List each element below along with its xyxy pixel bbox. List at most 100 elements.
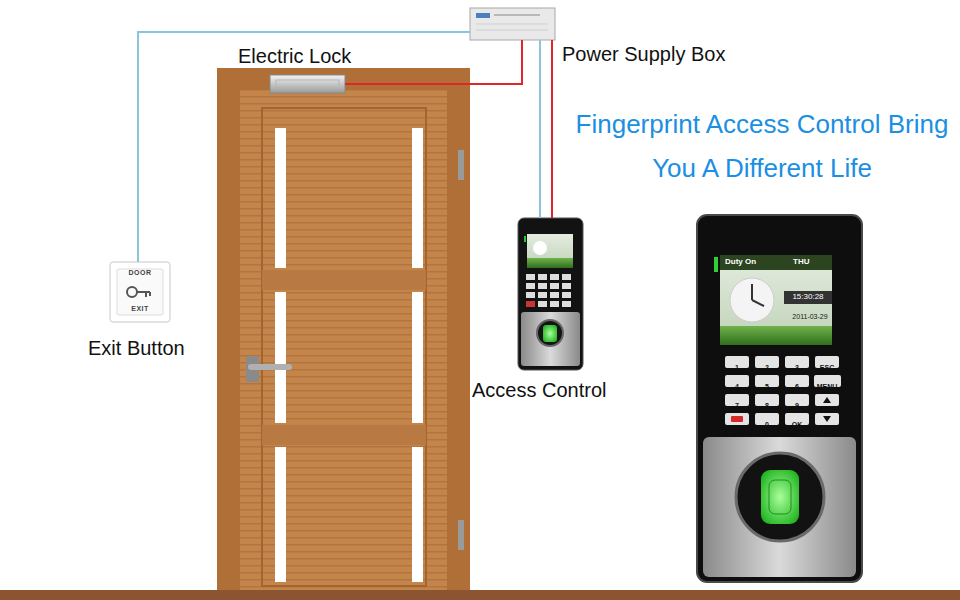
button-text: DOOR bbox=[129, 269, 152, 277]
key-label: 0 bbox=[765, 419, 769, 431]
fingerprint-terminal: Duty OnTHU15:30:282011-03-29123ESC456MEN… bbox=[697, 215, 862, 582]
door bbox=[262, 270, 426, 290]
exit-button-plate bbox=[149, 292, 151, 296]
access-control-body bbox=[526, 292, 535, 298]
fingerprint-terminal-body bbox=[823, 397, 831, 403]
key-label: 2 bbox=[765, 362, 769, 374]
access-control-body bbox=[527, 234, 573, 268]
power-supply-body bbox=[476, 13, 490, 18]
access-control-unit: Access Control bbox=[518, 218, 583, 370]
keypad-key: OK bbox=[785, 413, 809, 425]
access-control-body bbox=[538, 292, 547, 298]
fingerprint-terminal-body bbox=[752, 300, 764, 306]
access-control-body bbox=[518, 218, 583, 370]
electric-lock: Electric Lock bbox=[270, 75, 345, 93]
door bbox=[458, 150, 464, 180]
fingerprint-terminal-body bbox=[730, 278, 774, 322]
fingerprint-terminal-body bbox=[731, 416, 743, 422]
access-control-body bbox=[537, 320, 563, 346]
door bbox=[275, 128, 286, 268]
key-label: 9 bbox=[795, 400, 799, 412]
door bbox=[217, 68, 470, 590]
fingerprint-terminal-body bbox=[815, 394, 839, 406]
fingerprint-terminal-body bbox=[784, 291, 832, 304]
key-label: 6 bbox=[795, 381, 799, 393]
floor bbox=[0, 590, 960, 600]
key-label: 1 bbox=[735, 362, 739, 374]
door bbox=[217, 68, 470, 590]
exit-button-plate bbox=[145, 292, 147, 297]
fingerprint-terminal-body bbox=[720, 255, 832, 345]
power-supply-box: Power Supply Box bbox=[470, 8, 555, 40]
headline: Fingerprint Access Control Bring You A D… bbox=[572, 102, 952, 190]
exit-button: DOOREXITExit Button bbox=[110, 262, 170, 322]
access-control-body bbox=[538, 283, 547, 289]
power-supply-body bbox=[476, 30, 548, 31]
access-control-body bbox=[538, 274, 547, 280]
screen-text: Duty On bbox=[725, 257, 756, 267]
keypad-key: 6 bbox=[785, 375, 809, 387]
fingerprint-terminal-body bbox=[720, 326, 832, 345]
power-supply-body bbox=[494, 14, 540, 16]
access-control-body bbox=[550, 292, 559, 298]
access-control-body bbox=[527, 258, 573, 268]
door bbox=[412, 128, 423, 268]
access-control-body bbox=[526, 283, 535, 289]
access-control-body bbox=[562, 283, 571, 289]
power-supply-body bbox=[470, 8, 555, 40]
screen-text: 2011-03-29 bbox=[792, 312, 827, 321]
door bbox=[412, 447, 423, 582]
access-control-body bbox=[526, 274, 535, 280]
exit-button-plate bbox=[110, 262, 170, 322]
access-control-body bbox=[550, 301, 559, 307]
key-label: 8 bbox=[765, 400, 769, 412]
door bbox=[412, 292, 423, 423]
device-label: Access Control bbox=[472, 378, 607, 402]
device-label: Power Supply Box bbox=[562, 42, 725, 66]
key-label: 3 bbox=[795, 362, 799, 374]
door bbox=[240, 90, 447, 590]
fingerprint-terminal-body bbox=[736, 453, 824, 541]
access-control-body bbox=[521, 312, 580, 366]
device-label: Exit Button bbox=[88, 336, 185, 360]
wire bbox=[138, 32, 470, 262]
door bbox=[262, 425, 426, 445]
access-control-body bbox=[550, 274, 559, 280]
keypad-key: 0 bbox=[755, 413, 779, 425]
keypad-key: MENU bbox=[814, 375, 841, 387]
button-text: EXIT bbox=[131, 305, 149, 313]
fingerprint-terminal-body bbox=[697, 215, 862, 582]
access-control-body bbox=[562, 292, 571, 298]
fingerprint-terminal-body bbox=[725, 413, 749, 425]
keypad-key: 5 bbox=[755, 375, 779, 387]
electric-lock-body bbox=[270, 75, 345, 93]
access-control-body bbox=[543, 325, 557, 342]
wire bbox=[539, 40, 541, 218]
keypad-key: 2 bbox=[755, 356, 779, 368]
access-control-body bbox=[550, 283, 559, 289]
power-supply-body bbox=[476, 24, 548, 25]
fingerprint-terminal-body bbox=[697, 215, 862, 582]
electric-lock-body bbox=[270, 75, 345, 93]
screen-text: 15:30:28 bbox=[792, 292, 823, 302]
exit-button-plate bbox=[117, 269, 163, 315]
keypad-key: 7 bbox=[725, 394, 749, 406]
keypad-key: 1 bbox=[725, 356, 749, 368]
exit-button-plate bbox=[110, 262, 170, 322]
keypad-key: 8 bbox=[755, 394, 779, 406]
key-label: MENU bbox=[817, 381, 838, 393]
access-control-body bbox=[518, 218, 583, 370]
device-label: Electric Lock bbox=[238, 44, 351, 68]
fingerprint-terminal-body bbox=[703, 437, 856, 577]
exit-button-plate bbox=[137, 291, 150, 293]
fingerprint-terminal-body bbox=[714, 257, 718, 272]
fingerprint-terminal-body bbox=[751, 284, 753, 300]
screen-text: THU bbox=[793, 257, 809, 267]
door bbox=[275, 292, 286, 423]
keypad-key: 9 bbox=[785, 394, 809, 406]
door bbox=[458, 520, 464, 550]
access-control-body bbox=[562, 301, 571, 307]
wire bbox=[345, 40, 522, 84]
floor bbox=[0, 590, 960, 600]
